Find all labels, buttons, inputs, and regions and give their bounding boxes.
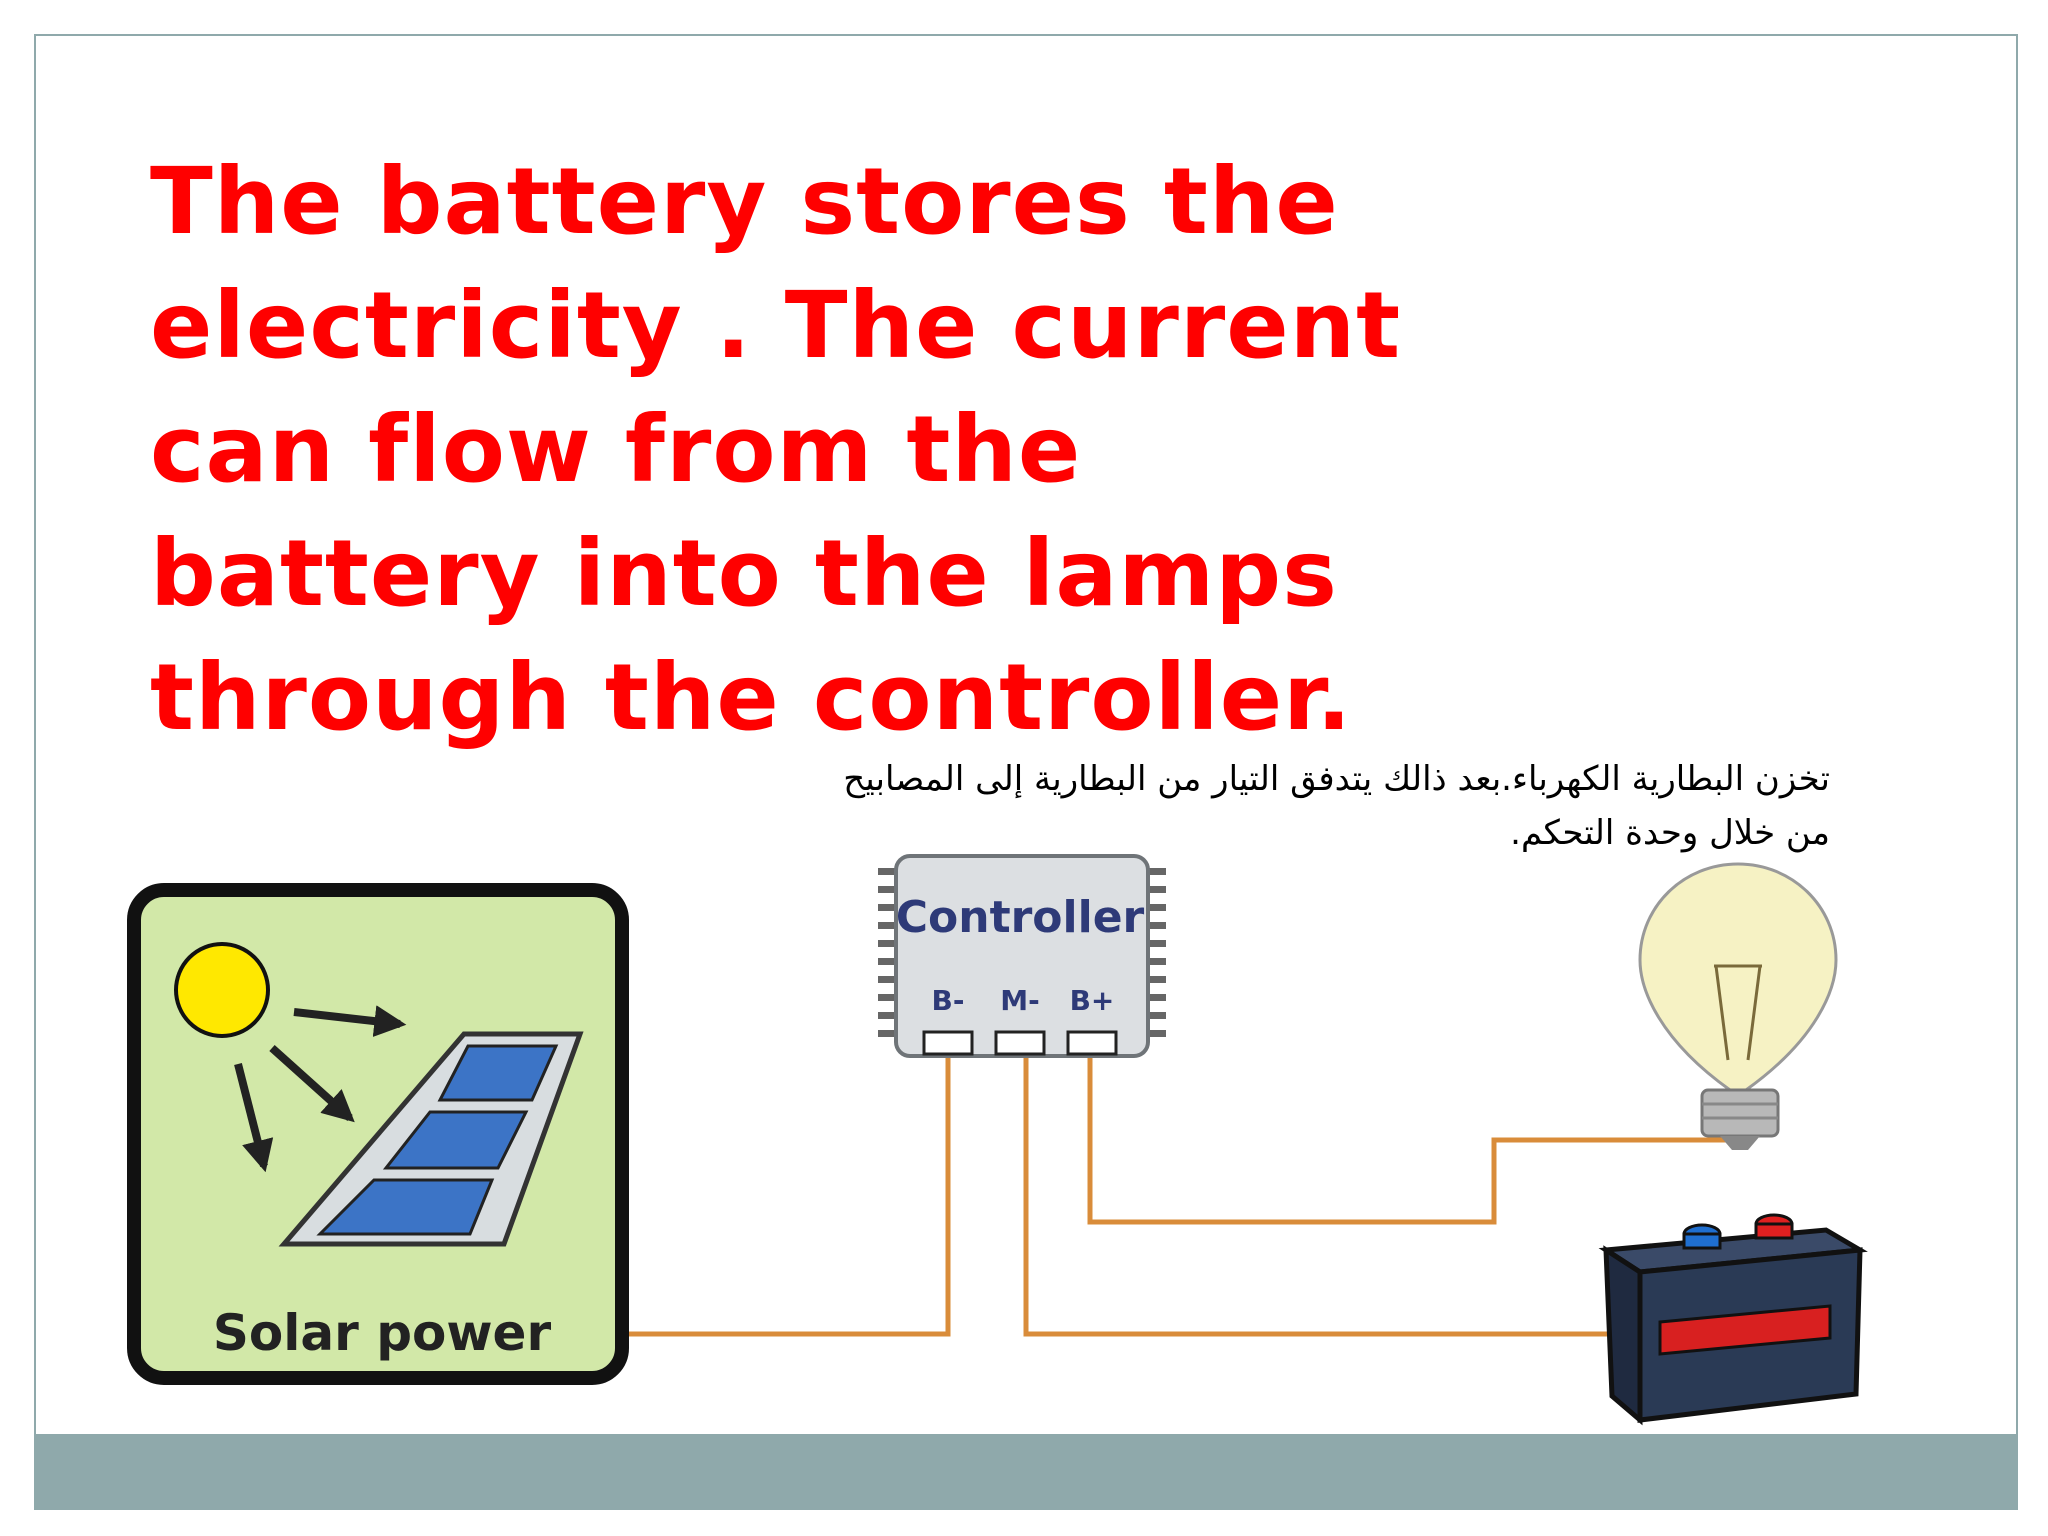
sun-icon (174, 942, 270, 1038)
terminal-b-plus (1066, 1030, 1118, 1056)
solar-power-label: Solar power (213, 1304, 552, 1362)
terminal-label-m-minus: M- (1000, 984, 1039, 1017)
arabic-note: تخزن البطارية الكهرباء.بعد ذالك يتدفق ال… (843, 759, 1830, 853)
wire-solar-to-controller (628, 1050, 951, 1337)
terminal-label-b-minus: B- (932, 984, 965, 1017)
chip-pins (878, 868, 1166, 1037)
wire-battery-to-controller (1023, 1050, 1620, 1337)
battery-icon (1598, 1213, 1868, 1426)
wire-controller-to-lamp (1087, 1050, 1740, 1225)
sun-ray-arrows (234, 1005, 407, 1173)
light-bulb-icon (1638, 862, 1838, 1150)
wires (628, 1050, 1740, 1337)
controller-chip-icon: Controller B- M- B+ (878, 854, 1166, 1058)
headline: The battery stores the electricity . The… (150, 148, 1402, 751)
solar-panel-icon (278, 1031, 584, 1247)
terminal-m-minus (994, 1030, 1046, 1056)
footer-bar (34, 1434, 2018, 1510)
terminal-label-b-plus: B+ (1070, 984, 1115, 1017)
terminal-b-minus (922, 1030, 974, 1056)
controller-title: Controller (896, 892, 1145, 943)
solar-power-icon: Solar power (127, 883, 629, 1385)
